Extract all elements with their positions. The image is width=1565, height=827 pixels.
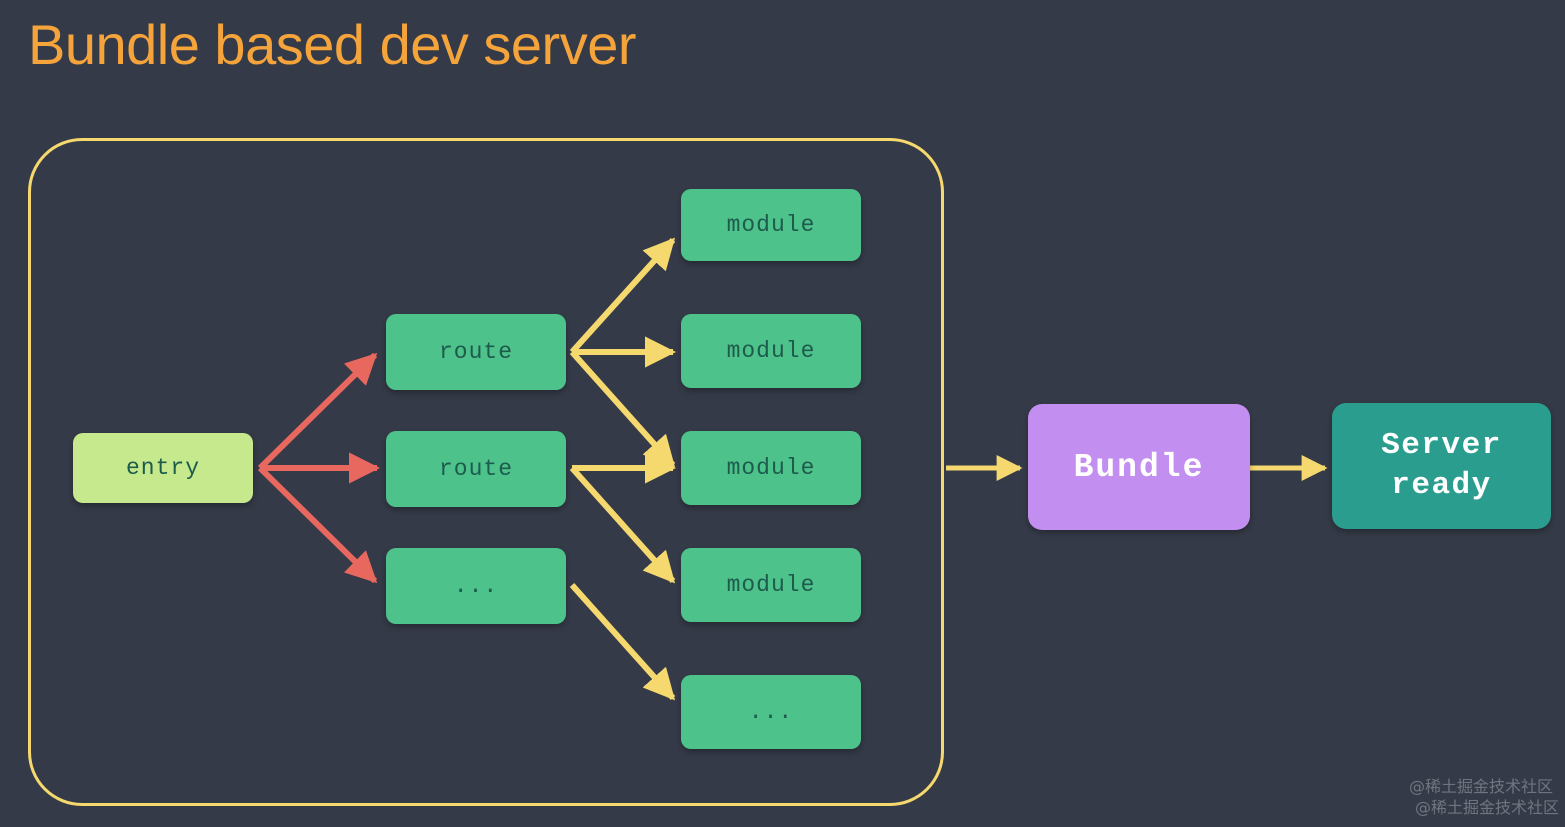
watermark: @稀土掘金技术社区 @稀土掘金技术社区 [1408,777,1559,819]
node-entry[interactable]: entry [73,433,253,503]
node-module-1[interactable]: module [681,189,861,261]
node-module-2[interactable]: module [681,314,861,388]
watermark-line-1: @稀土掘金技术社区 [1408,777,1553,797]
node-server-ready[interactable]: Server ready [1332,403,1551,529]
node-route-1-label: route [438,339,513,365]
node-module-1-label: module [726,212,816,238]
bundle-boundary-box [28,138,944,806]
node-module-2-label: module [726,338,816,364]
node-route-3[interactable]: ... [386,548,566,624]
page-title: Bundle based dev server [28,13,637,76]
node-bundle-label: Bundle [1073,448,1205,486]
node-module-4-label: module [726,572,816,598]
node-module-5[interactable]: ... [681,675,861,749]
node-entry-label: entry [125,455,200,481]
node-bundle[interactable]: Bundle [1028,404,1250,530]
node-route-2[interactable]: route [386,431,566,507]
node-route-3-label: ... [453,573,499,599]
node-route-1[interactable]: route [386,314,566,390]
node-route-2-label: route [438,456,513,482]
node-module-3-label: module [726,455,816,481]
node-module-4[interactable]: module [681,548,861,622]
node-module-5-label: ... [748,699,794,725]
node-module-3[interactable]: module [681,431,861,505]
watermark-line-2: @稀土掘金技术社区 [1414,798,1559,818]
node-server-ready-label: Server ready [1381,427,1502,503]
